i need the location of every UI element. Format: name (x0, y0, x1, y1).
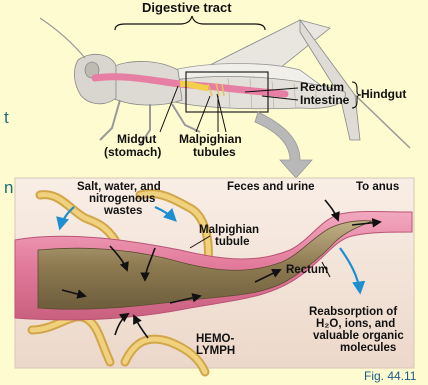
tubules-label: tubules (193, 146, 236, 159)
malpighian-tubule-label-1: Malpighian (199, 224, 259, 237)
zoom-arrow (255, 112, 312, 178)
to-anus-label: To anus (356, 181, 399, 194)
salt-water-label-2: nitrogenous (89, 193, 155, 206)
reabsorption-label-3: valuable organic (313, 330, 404, 343)
salt-water-label-1: Salt, water, and (77, 181, 161, 194)
figure-label: Fig. 44.11 (364, 369, 416, 383)
salt-water-label-3: wastes (104, 205, 142, 218)
intestine-label: Intestine (300, 94, 349, 107)
rectum-bottom-label: Rectum (286, 264, 328, 277)
digestive-tract-bracket (115, 16, 265, 30)
side-fragment-1: t (4, 108, 9, 128)
stomach-label: (stomach) (104, 146, 161, 159)
malpighian-tubule-label-2: tubule (215, 236, 250, 249)
reabsorption-label-2: H₂O, ions, and (316, 318, 395, 331)
hemolymph-label-2: LYMPH (196, 345, 235, 358)
hindgut-label: Hindgut (361, 88, 406, 101)
digestive-tract-title: Digestive tract (142, 1, 232, 14)
side-fragment-2: n (4, 178, 13, 198)
hemolymph-label-1: HEMO- (196, 333, 234, 346)
feces-urine-label: Feces and urine (227, 181, 315, 194)
reabsorption-label-4: molecules (340, 342, 396, 355)
reabsorption-label-1: Reabsorption of (309, 306, 397, 319)
